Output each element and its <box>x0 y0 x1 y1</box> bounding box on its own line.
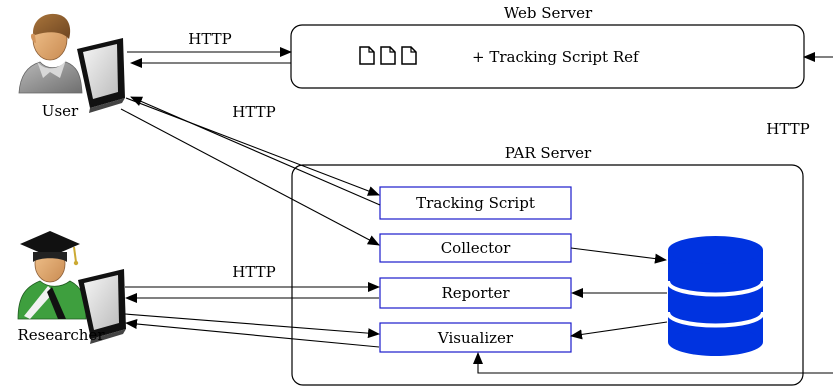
arrow-user-to-collector <box>120 108 380 246</box>
par-server-title: PAR Server <box>505 144 592 162</box>
arrow-researcher-to-visualizer <box>124 313 380 339</box>
http-label-bottom-left: HTTP <box>232 263 275 281</box>
collector-label: Collector <box>441 239 511 257</box>
reporter-label: Reporter <box>441 284 510 302</box>
arrow-user-to-tracking-script <box>125 97 380 196</box>
visualizer-label: Visualizer <box>437 329 514 347</box>
document-icon <box>359 46 417 65</box>
arrow-collector-to-database <box>570 247 667 264</box>
tracking-script-ref-label: + Tracking Script Ref <box>472 48 640 66</box>
tracking-script-label: Tracking Script <box>416 194 535 212</box>
user-label: User <box>42 102 79 120</box>
arrow-database-to-visualizer <box>570 321 668 340</box>
researcher-figure <box>17 231 87 320</box>
user-at-computer-icon <box>18 13 125 113</box>
user-figure <box>18 13 83 94</box>
par-server-group: PAR Server Tracking Script Collector Rep… <box>291 144 804 386</box>
graduate-at-computer-icon <box>17 231 126 344</box>
arrow-external-to-visualizer <box>473 352 833 374</box>
researcher-computer <box>78 269 126 344</box>
user-computer <box>77 38 125 113</box>
http-label-top-left: HTTP <box>188 30 231 48</box>
connection-arrows <box>120 47 833 374</box>
arrow-tracking-script-to-user <box>130 96 381 206</box>
web-server-group: Web Server + Tracking Script Ref <box>290 4 805 89</box>
http-label-middle-left: HTTP <box>232 103 275 121</box>
researcher-label: Researcher <box>18 326 106 344</box>
arrow-visualizer-to-researcher <box>125 319 380 348</box>
tracking-script-box <box>379 186 572 220</box>
http-label-right: HTTP <box>766 120 809 138</box>
database-icon <box>666 236 765 356</box>
web-server-title: Web Server <box>504 4 593 22</box>
